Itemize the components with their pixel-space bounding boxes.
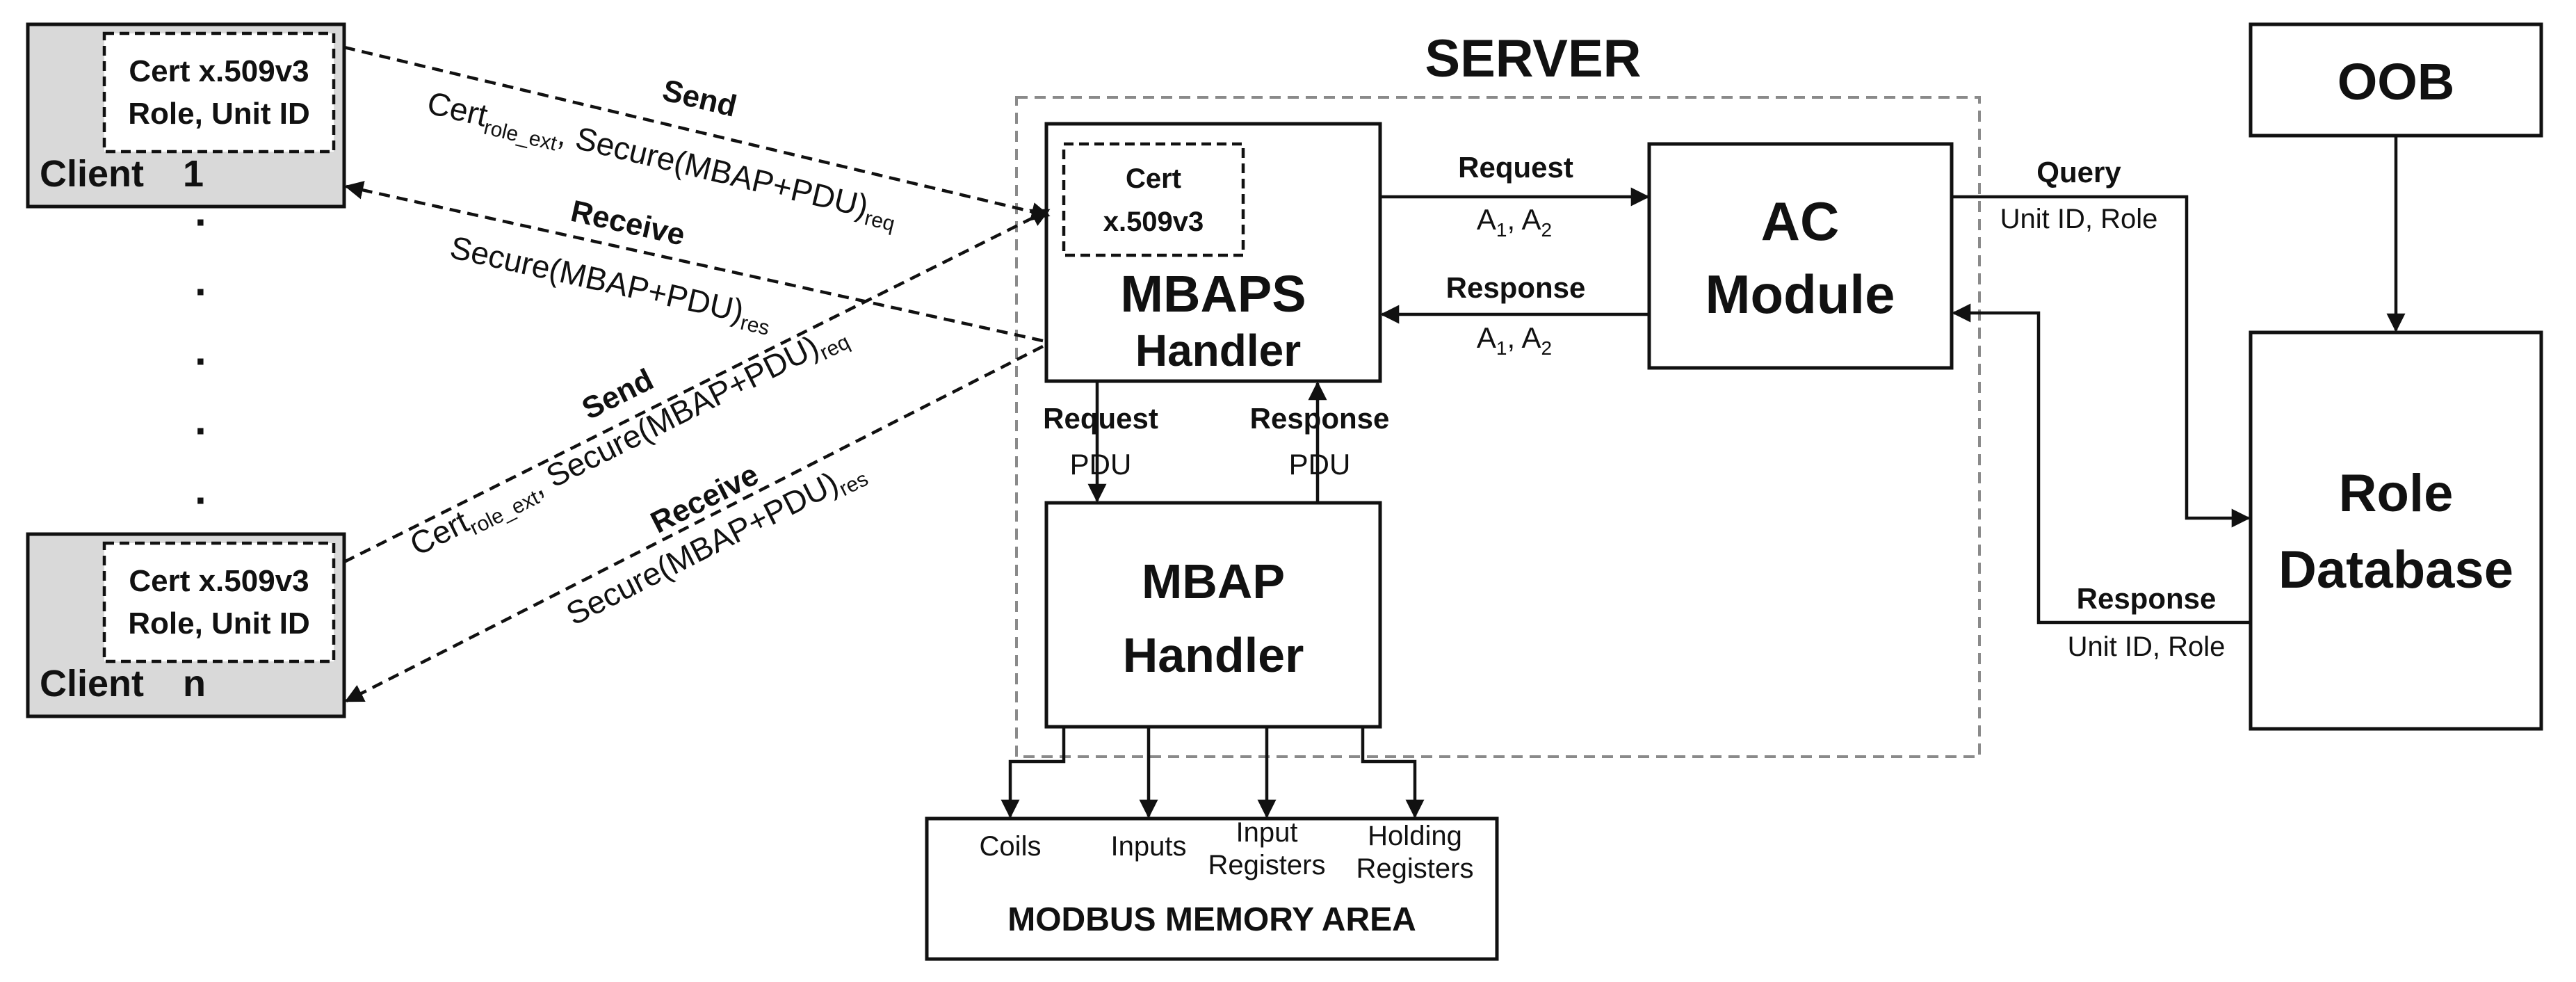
client-n-label: Client bbox=[40, 663, 144, 705]
memory-coils-arrow bbox=[1001, 727, 1066, 819]
memory-input-registers-line2: Registers bbox=[1208, 850, 1326, 880]
send-n-arrow bbox=[343, 208, 1051, 564]
client-1-index: 1 bbox=[183, 153, 204, 195]
pdu-request-title: Request bbox=[1043, 402, 1158, 435]
role-database-line2: Database bbox=[2278, 540, 2513, 599]
ac-response-2: 2 bbox=[1541, 337, 1553, 359]
query-sub: Unit ID, Role bbox=[2000, 204, 2158, 234]
send-1-arrow bbox=[343, 45, 1051, 221]
ac-module-line2: Module bbox=[1706, 264, 1895, 325]
modbus-memory-area: Coils Inputs Input Registers Holding Reg… bbox=[925, 816, 1499, 961]
role-database: Role Database bbox=[2249, 330, 2543, 731]
ac-response-a: A bbox=[1477, 321, 1496, 354]
oob-box bbox=[2249, 22, 2543, 138]
mbap-title-line1: MBAP bbox=[1142, 554, 1285, 609]
ac-response-args: A1, A2 bbox=[1477, 321, 1552, 359]
ac-response-title: Response bbox=[1446, 271, 1586, 304]
role-database-box bbox=[2249, 330, 2543, 731]
client-n: Cert x.509v3 Role, Unit ID Client n bbox=[26, 532, 346, 718]
role-database-line1: Role bbox=[2339, 464, 2454, 523]
mbaps-handler: Cert x.509v3 MBAPS Handler bbox=[1044, 122, 1382, 383]
db-response-sub: Unit ID, Role bbox=[2068, 631, 2226, 662]
query-title: Query bbox=[2036, 156, 2121, 188]
client-ellipsis-dot: · bbox=[195, 477, 209, 524]
receive-1-label: Receive bbox=[568, 194, 688, 252]
client-ellipsis-dot: · bbox=[195, 408, 209, 454]
client-ellipsis-dot: · bbox=[195, 199, 209, 246]
memory-inputs: Inputs bbox=[1111, 831, 1187, 862]
ac-request-title: Request bbox=[1458, 151, 1573, 184]
ac-response-1: 1 bbox=[1496, 337, 1507, 359]
memory-input-registers-line1: Input bbox=[1236, 817, 1298, 848]
send-1-cert: Cert bbox=[424, 84, 492, 134]
client-1-label: Client bbox=[40, 153, 144, 195]
pdu-request-sub: PDU bbox=[1070, 448, 1132, 481]
db-response-arrow bbox=[1952, 303, 2251, 625]
client-n-cert-line1: Cert x.509v3 bbox=[129, 564, 309, 598]
send-n-payload-text: Certrole_ext, Secure(MBAP+PDU)req bbox=[404, 314, 853, 567]
ac-response-sep: , A bbox=[1507, 321, 1541, 354]
mbaps-title-line1: MBAPS bbox=[1120, 265, 1306, 323]
mbaps-cert-box bbox=[1062, 142, 1245, 257]
client-1-cert-line2: Role, Unit ID bbox=[128, 97, 310, 131]
query-arrow bbox=[1952, 195, 2251, 528]
send-1-cert-sub: role_ext bbox=[482, 116, 560, 156]
modbus-memory-box bbox=[925, 816, 1499, 961]
oob: OOB bbox=[2249, 22, 2543, 138]
receive-1-res-sub: res bbox=[738, 312, 772, 340]
memory-holding-registers-line1: Holding bbox=[1368, 821, 1462, 851]
send-n-payload: Certrole_ext, Secure(MBAP+PDU)req bbox=[404, 314, 853, 567]
ac-request-2: 2 bbox=[1541, 219, 1553, 241]
pdu-response-sub: PDU bbox=[1289, 448, 1351, 481]
client-n-index: n bbox=[183, 663, 206, 705]
pdu-response-title: Response bbox=[1250, 402, 1390, 435]
server-boundary bbox=[1015, 96, 1981, 758]
mbap-handler: MBAP Handler bbox=[1044, 501, 1382, 729]
receive-1-secure: Secure(MBAP+PDU) bbox=[447, 229, 747, 329]
client-ellipsis-dot: · bbox=[195, 338, 209, 385]
ac-request-args: A1, A2 bbox=[1477, 203, 1552, 241]
mbaps-title-line2: Handler bbox=[1135, 325, 1301, 376]
ac-request-1: 1 bbox=[1496, 219, 1507, 241]
ac-module: AC Module bbox=[1647, 142, 1954, 370]
mbaps-cert-line1: Cert bbox=[1126, 163, 1181, 194]
ac-request-sep: , A bbox=[1507, 203, 1541, 236]
mbap-title-line2: Handler bbox=[1123, 628, 1304, 682]
send-n-secure: , Secure(MBAP+PDU) bbox=[524, 328, 824, 502]
server-title: SERVER bbox=[1425, 29, 1641, 88]
oob-label: OOB bbox=[2338, 53, 2455, 111]
client-ellipsis-dot: · bbox=[195, 268, 209, 315]
mbaps-cert-line2: x.509v3 bbox=[1103, 207, 1204, 237]
ac-module-box bbox=[1647, 142, 1954, 370]
ac-request-a: A bbox=[1477, 203, 1496, 236]
memory-holding-registers-line2: Registers bbox=[1356, 853, 1474, 884]
client-1-cert-line1: Cert x.509v3 bbox=[129, 54, 309, 88]
send-1-title: Send bbox=[659, 73, 740, 124]
db-response-title: Response bbox=[2077, 582, 2217, 615]
client-1: Cert x.509v3 Role, Unit ID Client 1 bbox=[26, 22, 346, 209]
send-1-req-sub: req bbox=[862, 207, 897, 236]
receive-1-title: Receive bbox=[568, 194, 688, 252]
memory-holding-registers-arrow bbox=[1361, 727, 1425, 819]
client-n-cert-line2: Role, Unit ID bbox=[128, 606, 310, 641]
mbap-handler-box bbox=[1044, 501, 1382, 729]
receive-n-arrow bbox=[344, 344, 1044, 703]
client-n-cert-box bbox=[102, 541, 336, 663]
memory-coils: Coils bbox=[980, 831, 1042, 862]
ac-module-line1: AC bbox=[1761, 191, 1840, 252]
receive-1-arrow bbox=[344, 181, 1044, 343]
memory-title: MODBUS MEMORY AREA bbox=[1007, 901, 1416, 938]
client-1-cert-box bbox=[102, 31, 336, 154]
send-1-label: Send bbox=[659, 73, 740, 124]
send-n-cert: Cert bbox=[404, 503, 474, 563]
